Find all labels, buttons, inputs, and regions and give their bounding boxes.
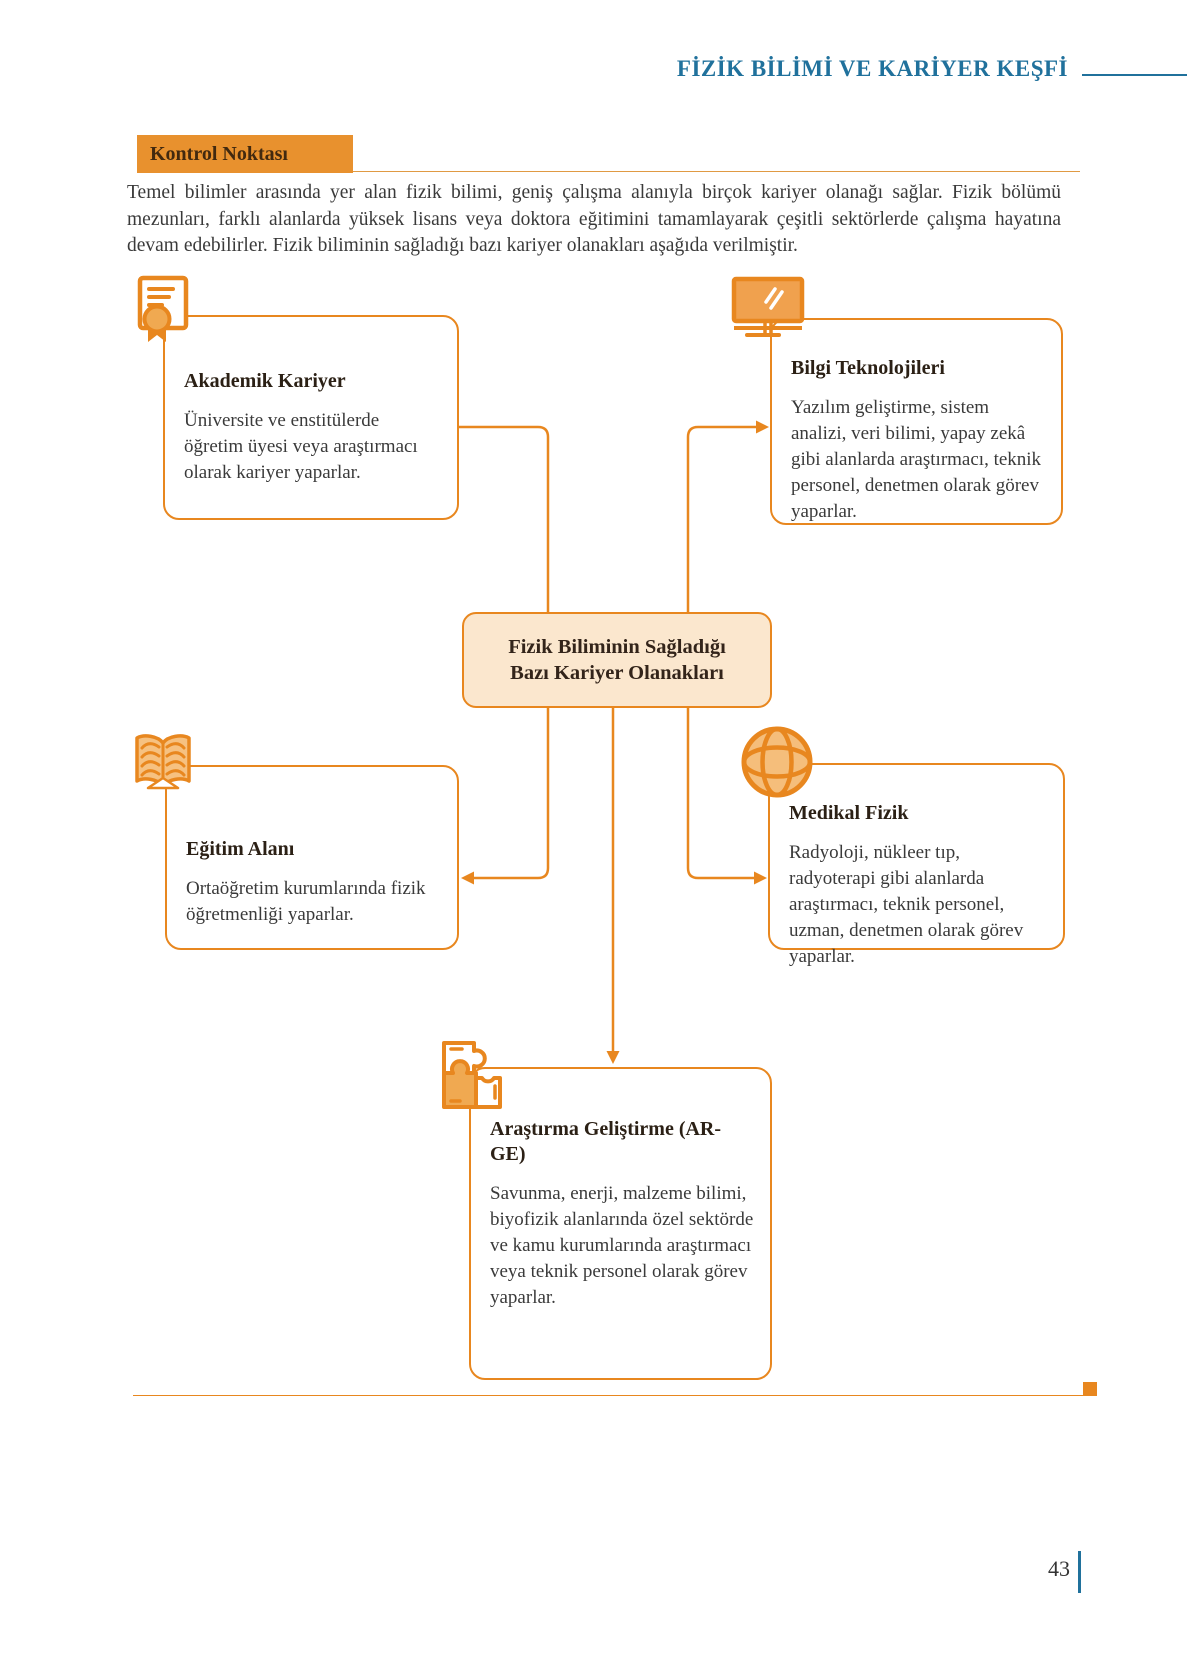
center-node-title: Fizik Biliminin Sağladığı Bazı Kariyer O… [508,636,726,684]
node-body: Ortaöğretim kurumlarında fizik öğretmenl… [186,878,426,925]
node-body: Radyoloji, nükleer tıp, radyoterapi gibi… [789,842,1024,967]
node-title: Eğitim Alanı [186,838,295,860]
node-title: Bilgi Teknolojileri [791,357,945,379]
node-arastirma-gelistirme: Araştırma Geliştirme (AR-GE) Savunma, en… [469,1067,772,1380]
certificate-icon [137,275,189,342]
page-number: 43 [1048,1556,1070,1581]
node-body: Yazılım geliştirme, sistem analizi, veri… [791,397,1042,522]
node-egitim-alani: Eğitim Alanı Ortaöğretim kurumlarında fi… [165,765,459,950]
intro-paragraph: Temel bilimler arasında yer alan fizik b… [127,182,1061,256]
center-node: Fizik Biliminin Sağladığı Bazı Kariyer O… [462,612,772,708]
footer-rule [133,1395,1085,1396]
node-body: Savunma, enerji, malzeme bilimi, biyofiz… [490,1183,754,1308]
globe-icon [741,726,813,798]
puzzle-icon [442,1041,502,1109]
node-title: Araştırma Geliştirme (AR-GE) [490,1118,722,1165]
header-rule [1082,74,1187,76]
node-akademik-kariyer: Akademik Kariyer Üniversite ve enstitüle… [163,315,459,520]
checkpoint-rule [353,171,1080,172]
node-title: Medikal Fizik [789,802,909,824]
book-icon [135,734,191,790]
node-title: Akademik Kariyer [184,370,346,392]
footer-square [1083,1382,1097,1396]
checkpoint-label: Kontrol Noktası [150,142,288,165]
node-medikal-fizik: Medikal Fizik Radyoloji, nükleer tıp, ra… [768,763,1065,967]
node-body: Üniversite ve enstitülerde öğretim üyesi… [184,410,418,483]
node-bilgi-teknolojileri: Bilgi Teknolojileri Yazılım geliştirme, … [770,318,1063,525]
monitor-icon [731,276,805,337]
checkpoint-badge: Kontrol Noktası [137,135,353,173]
page-number-divider [1078,1551,1081,1593]
page-title: FİZİK BİLİMİ VE KARİYER KEŞFİ [676,56,1068,81]
